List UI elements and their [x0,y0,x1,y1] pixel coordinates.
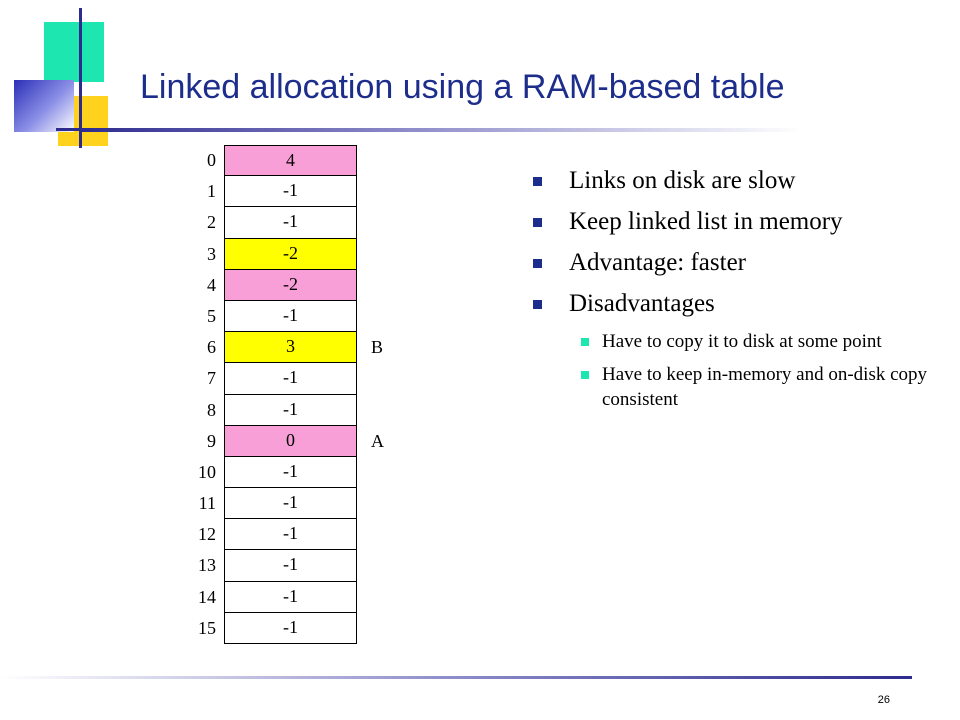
row-value-cell: 0 [224,425,357,457]
bullet-marker [533,177,542,186]
row-value-cell: -1 [224,581,357,613]
bullet-item: Links on disk are slow [533,165,933,197]
row-index: 10 [198,461,216,482]
row-index: 1 [207,181,216,202]
logo-blue-square [14,80,74,132]
sub-bullet-text: Have to keep in-memory and on-disk copy … [602,364,928,410]
sub-bullet-text: Have to copy it to disk at some point [602,331,882,352]
footer-rule [0,676,912,679]
logo-green-square [44,22,104,82]
row-value-cell: -1 [224,519,357,551]
row-index: 2 [207,212,216,233]
row-value-cell: 4 [224,145,357,177]
row-index: 8 [207,399,216,420]
row-side-label: A [371,430,384,451]
bullet-item: Advantage: faster [533,247,933,279]
row-index: 3 [207,243,216,264]
bullet-text: Advantage: faster [569,249,747,276]
bullet-list: Links on disk are slow Keep linked list … [533,165,933,420]
title-underline [82,128,802,132]
sub-bullet-item: Have to keep in-memory and on-disk copy … [533,362,942,412]
sub-bullet-item: Have to copy it to disk at some point [533,329,942,354]
row-value-cell: -1 [224,363,357,395]
row-value-cell: -2 [224,238,357,270]
row-value-cell: -1 [224,207,357,239]
sub-bullet-marker [581,371,589,379]
bullet-item: Disadvantages [533,288,933,320]
row-index: 14 [198,586,216,607]
logo-vertical-line [79,8,82,148]
row-index: 7 [207,368,216,389]
row-value-cell: -1 [224,550,357,582]
row-value-cell: -1 [224,176,357,208]
row-index: 11 [198,493,216,514]
row-index: 13 [198,555,216,576]
bullet-text: Links on disk are slow [569,167,796,194]
row-value-cell: -1 [224,394,357,426]
bullet-marker [533,259,542,268]
bullet-text: Disadvantages [569,290,715,317]
row-index: 0 [207,150,216,170]
row-value-cell: -1 [224,612,357,644]
bullet-marker [533,300,542,309]
row-index: 12 [198,524,216,545]
slide-title: Linked allocation using a RAM-based tabl… [140,68,785,106]
row-index: 9 [207,430,216,451]
bullet-text: Keep linked list in memory [569,208,843,235]
sub-bullet-marker [581,338,589,346]
page-number: 26 [877,694,890,706]
row-index: 4 [207,274,216,295]
row-value-cell: -2 [224,269,357,301]
row-index: 5 [207,305,216,326]
row-side-label: B [371,337,384,358]
row-value-cell: -1 [224,456,357,489]
bullet-item: Keep linked list in memory [533,206,933,238]
row-value-cell: 3 [224,332,357,364]
row-index: 6 [207,337,216,358]
bullet-marker [533,218,542,227]
row-value-cell: -1 [224,300,357,333]
row-value-cell: -1 [224,488,357,520]
row-index: 15 [198,617,216,638]
